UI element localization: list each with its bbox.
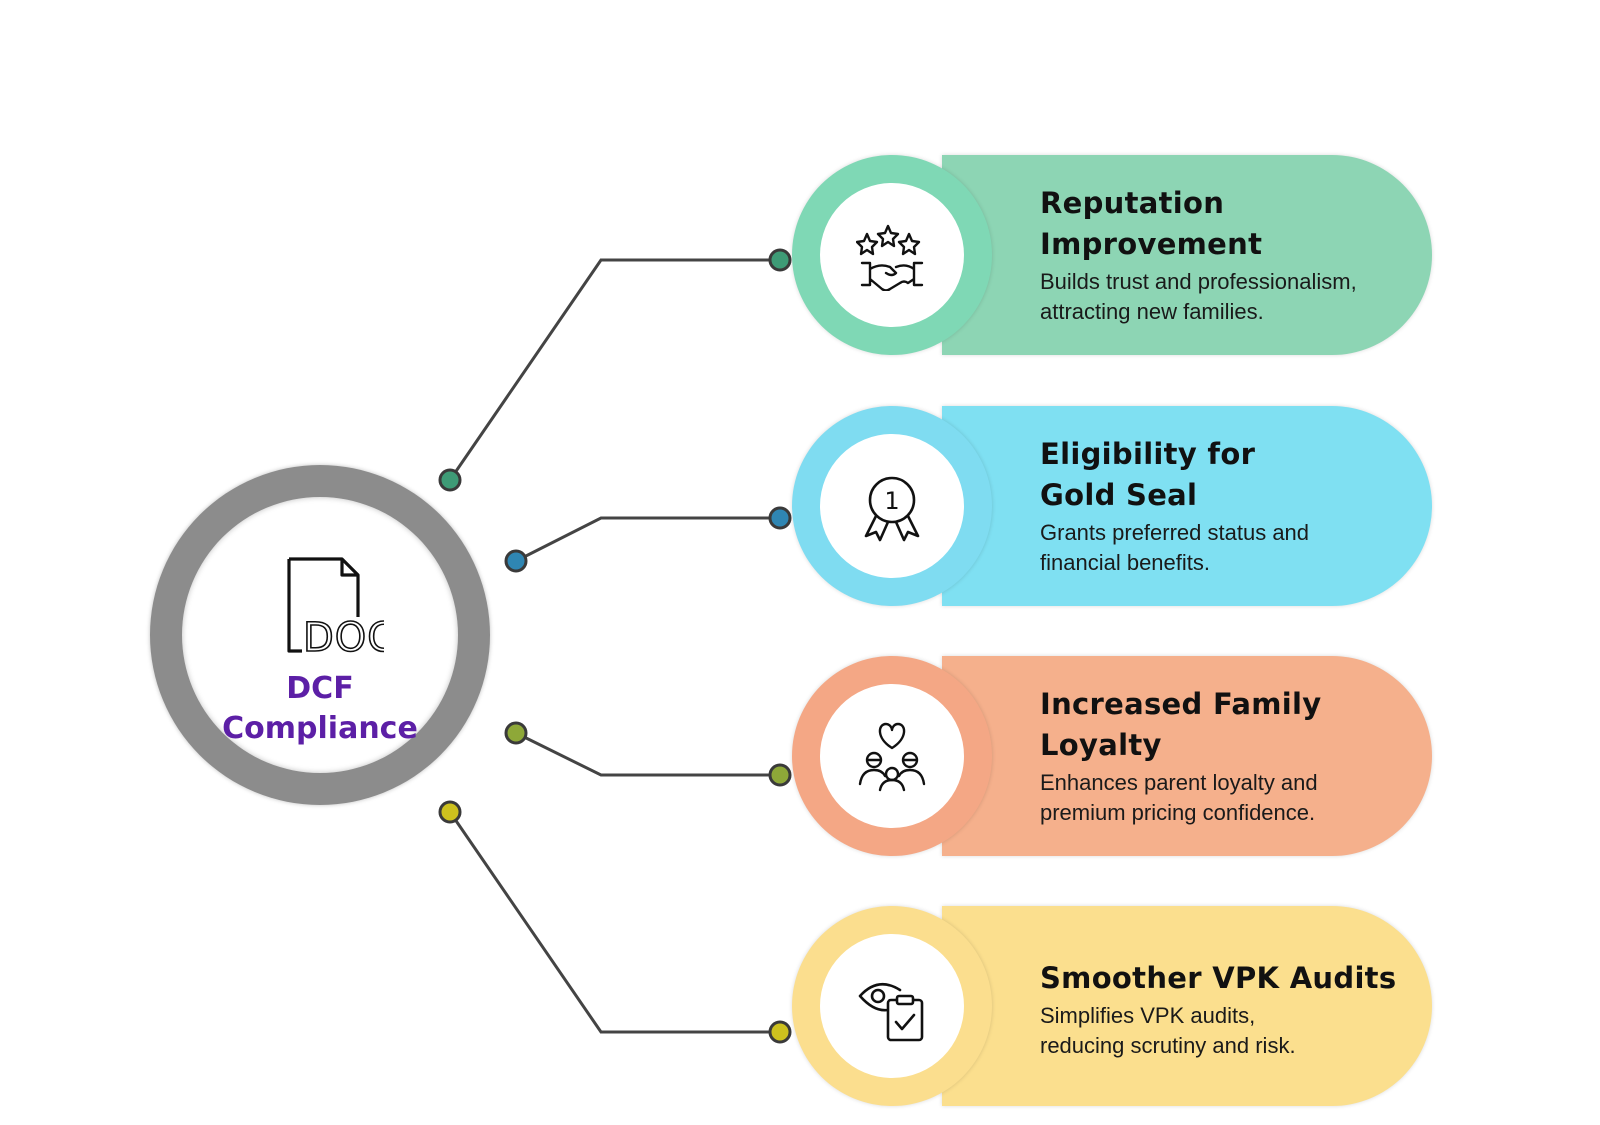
benefit-icon-core [820, 684, 964, 828]
award-ribbon-icon: 1 [864, 476, 920, 542]
doc-icon: DOC [287, 557, 384, 655]
benefit-pill [942, 406, 1432, 606]
card-connector-dot [768, 1020, 792, 1044]
benefit-icon-core [820, 934, 964, 1078]
family-heart-icon [858, 722, 926, 792]
benefit-description: Enhances parent loyalty and premium pric… [1040, 770, 1318, 825]
connector-line [448, 258, 780, 481]
benefit-description: Builds trust and professionalism, attrac… [1040, 269, 1357, 324]
benefit-icon-ring: 1 [792, 406, 992, 606]
svg-text:1: 1 [884, 487, 899, 515]
benefit-icon-core: 1 [820, 434, 964, 578]
hub-circle: DOC DCF Compliance [150, 465, 490, 805]
hub-connector-dot [438, 800, 462, 824]
svg-text:DOC: DOC [303, 615, 384, 655]
hub-connector-dot [438, 468, 462, 492]
card-connector-dot [768, 506, 792, 530]
benefit-icon-ring [792, 656, 992, 856]
benefit-icon-ring [792, 155, 992, 355]
hub-connector-dot [504, 721, 528, 745]
card-connector-dot [768, 248, 792, 272]
benefit-pill [942, 906, 1432, 1106]
benefit-description: Simplifies VPK audits, reducing scrutiny… [1040, 1003, 1296, 1058]
benefit-description: Grants preferred status and financial be… [1040, 520, 1310, 575]
benefit-icon-ring [792, 906, 992, 1106]
benefit-pill [942, 155, 1432, 355]
benefit-pill [942, 656, 1432, 856]
hub-inner: DOC DCF Compliance [182, 497, 458, 773]
eye-clipboard-icon [858, 982, 924, 1042]
benefit-title: Reputation Improvement [1040, 186, 1263, 261]
benefit-icon-core [820, 183, 964, 327]
hub-title: DCF Compliance [222, 671, 418, 746]
card-connector-dot [768, 763, 792, 787]
benefit-title: Eligibility for Gold Seal [1040, 437, 1256, 512]
benefit-title: Smoother VPK Audits [1040, 961, 1397, 995]
connector-line [515, 731, 780, 777]
stars-handshake-icon [856, 224, 924, 291]
connector-line [448, 811, 780, 1034]
benefit-title: Increased Family Loyalty [1040, 687, 1322, 762]
connector-line [515, 516, 780, 563]
hub-connector-dot [504, 549, 528, 573]
